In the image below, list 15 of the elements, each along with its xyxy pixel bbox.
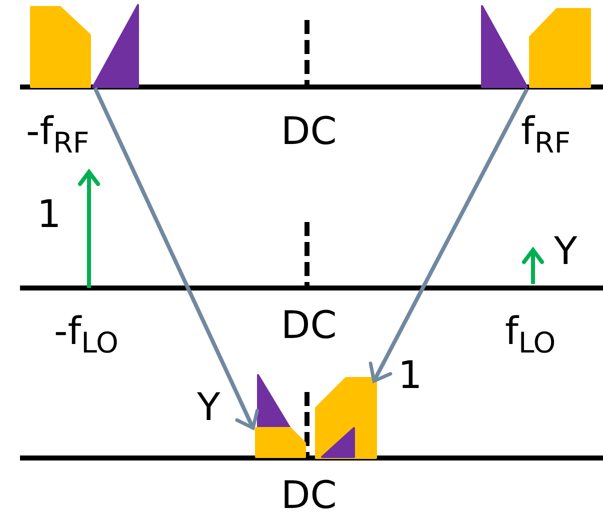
gain-label: Y	[554, 232, 578, 270]
frequency-label: f$_{RF}$	[521, 112, 571, 150]
arrow	[368, 88, 529, 383]
spectrum-drawing	[316, 378, 376, 458]
frequency-label: DC	[281, 476, 337, 514]
frequency-label: -f$_{RF}$	[26, 112, 90, 150]
spectrum-drawing	[256, 375, 305, 457]
frequency-label: DC	[281, 112, 337, 150]
gain-label: 1	[37, 195, 62, 233]
arrow	[93, 87, 259, 430]
spectrum-drawing	[31, 5, 138, 87]
gain-label: 1	[398, 356, 422, 394]
gain-label: Y	[197, 388, 220, 426]
spectrum-drawing	[482, 6, 590, 87]
frequency-label: DC	[281, 306, 337, 344]
